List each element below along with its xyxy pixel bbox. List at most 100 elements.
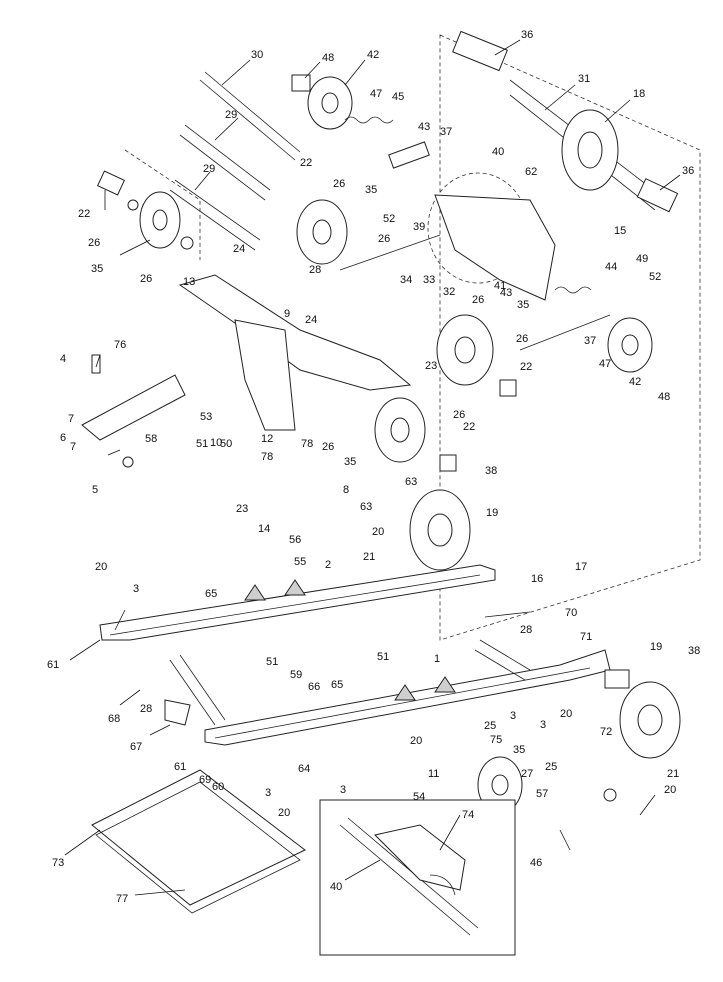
- callout-20: 20: [372, 526, 384, 538]
- lower-assembly: [164, 611, 681, 814]
- link-37a: [388, 141, 430, 169]
- callout-26: 26: [322, 441, 334, 453]
- slide-plate: [91, 769, 306, 914]
- callout-47: 47: [370, 88, 382, 100]
- slide-rails: [99, 564, 611, 746]
- callout-67: 67: [130, 741, 142, 753]
- callout-52: 52: [383, 213, 395, 225]
- wheel-35b-hub: [312, 219, 332, 245]
- wheel-35d-hub: [390, 417, 410, 443]
- callout-49: 49: [636, 253, 648, 265]
- inset-clip-74: [429, 874, 456, 896]
- callout-37: 37: [440, 126, 452, 138]
- callout-61: 61: [174, 761, 186, 773]
- callout-39: 39: [413, 221, 425, 233]
- callout-21: 21: [363, 551, 375, 563]
- wheel-38a-hub: [427, 513, 453, 547]
- wheel-35c-hub: [454, 336, 476, 364]
- callout-52: 52: [649, 271, 661, 283]
- callout-20: 20: [664, 784, 676, 796]
- callout-57: 57: [536, 788, 548, 800]
- callout-12: 12: [261, 433, 273, 445]
- spacer-22b: [499, 379, 517, 397]
- shaft-28b: [479, 639, 531, 671]
- callout-60: 60: [212, 781, 224, 793]
- rail-tab-c: [394, 684, 416, 701]
- callout-78: 78: [301, 438, 313, 450]
- callout-2: 2: [325, 559, 331, 571]
- callout-56: 56: [289, 534, 301, 546]
- callout-35: 35: [517, 299, 529, 311]
- callout-65: 65: [205, 588, 217, 600]
- spacer-48a: [291, 74, 311, 92]
- callout-1: 1: [434, 653, 440, 665]
- callout-40: 40: [330, 881, 342, 893]
- rail-1-edge: [214, 667, 591, 739]
- callout-55: 55: [294, 556, 306, 568]
- shock-10: [234, 319, 296, 431]
- callout-47: 47: [599, 358, 611, 370]
- callout-75: 75: [490, 734, 502, 746]
- callout-26: 26: [453, 409, 465, 421]
- callout-26: 26: [140, 273, 152, 285]
- callout-24: 24: [233, 243, 245, 255]
- callout-51: 51: [266, 656, 278, 668]
- nut-5: [122, 456, 134, 468]
- callout-28: 28: [520, 624, 532, 636]
- callout-51: 51: [196, 438, 208, 450]
- callout-35: 35: [91, 263, 103, 275]
- callout-36: 36: [682, 165, 694, 177]
- callout-18: 18: [633, 88, 645, 100]
- callout-58: 58: [145, 433, 157, 445]
- shaft-28a: [169, 659, 216, 726]
- callout-42: 42: [629, 376, 641, 388]
- callout-5: 5: [92, 484, 98, 496]
- callout-3: 3: [265, 787, 271, 799]
- callout-74: 74: [462, 809, 474, 821]
- spacer-22a: [96, 170, 126, 196]
- shaft-29b-edge: [169, 189, 256, 251]
- callout-4: 4: [60, 353, 66, 365]
- front-arm-assembly: [81, 274, 412, 468]
- rail-tab-b: [284, 579, 306, 596]
- callout-64: 64: [298, 763, 310, 775]
- washer-26a: [127, 199, 139, 211]
- inset-bracket-40: [374, 824, 466, 891]
- callout-62: 62: [525, 166, 537, 178]
- callout-10: 10: [210, 437, 222, 449]
- callout-26: 26: [333, 178, 345, 190]
- callout-53: 53: [200, 411, 212, 423]
- rear-axle-assembly: [439, 30, 701, 641]
- spring-45: [344, 116, 394, 124]
- callout-7: 7: [70, 441, 76, 453]
- callout-69: 69: [199, 774, 211, 786]
- callout-40: 40: [492, 146, 504, 158]
- callout-7: 7: [68, 413, 74, 425]
- callout-50: 50: [220, 438, 232, 450]
- callout-3: 3: [540, 719, 546, 731]
- rail-tab-d: [434, 676, 456, 693]
- callout-17: 17: [575, 561, 587, 573]
- callout-43: 43: [418, 121, 430, 133]
- callout-23: 23: [425, 360, 437, 372]
- callout-66: 66: [308, 681, 320, 693]
- callout-30: 30: [251, 49, 263, 61]
- callout-38: 38: [688, 645, 700, 657]
- callout-15: 15: [614, 225, 626, 237]
- callout-16: 16: [531, 573, 543, 585]
- shaft-28a-edge: [179, 654, 226, 721]
- callout-59: 59: [290, 669, 302, 681]
- callout-19: 19: [650, 641, 662, 653]
- plate-77: [95, 781, 301, 914]
- callout-42: 42: [367, 49, 379, 61]
- callout-11: 11: [428, 768, 439, 780]
- callout-22: 22: [78, 208, 90, 220]
- callout-20: 20: [95, 561, 107, 573]
- callout-8: 8: [343, 484, 349, 496]
- callout-68: 68: [108, 713, 120, 725]
- wheel-42b-hub: [621, 334, 639, 356]
- leader-box-left: [124, 149, 201, 260]
- shock-39: [339, 234, 441, 271]
- wheel-35a-hub: [152, 209, 168, 231]
- callout-20: 20: [278, 807, 290, 819]
